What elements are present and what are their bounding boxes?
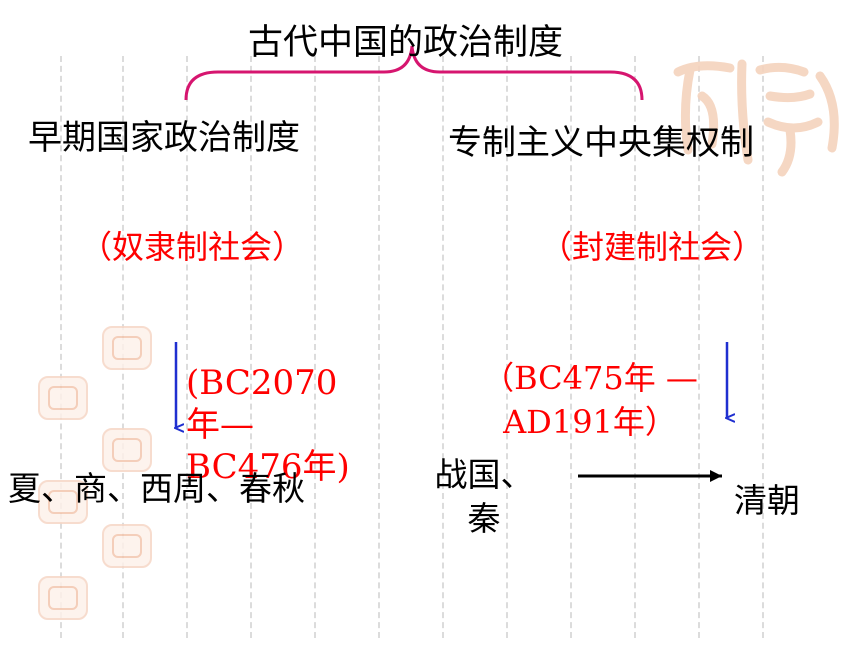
seal-stamp	[38, 480, 88, 524]
guide-line	[378, 56, 380, 638]
guide-line	[60, 56, 62, 638]
seal-stamp	[38, 576, 88, 620]
page-title: 古代中国的政治制度	[248, 23, 564, 63]
seal-stamp	[102, 428, 152, 472]
early-dynasties: 夏、商、西周、春秋	[8, 469, 305, 508]
feudal-period-dates: （BC475年 —AD191年）	[482, 359, 698, 441]
guide-line	[442, 56, 444, 638]
seal-stamp	[38, 376, 88, 420]
early-state-heading: 早期国家政治制度	[28, 118, 300, 158]
guide-line	[698, 56, 700, 638]
feudal-end-dynasty: 清朝	[734, 481, 800, 520]
slave-society-label: （奴隶制社会）	[80, 228, 305, 266]
guide-line	[634, 56, 636, 638]
feudal-society-label: （封建制社会）	[540, 228, 765, 266]
seal-stamp	[102, 326, 152, 370]
brace-connector	[184, 45, 644, 101]
feudal-start-dynasties: 战国、秦	[434, 455, 534, 538]
early-period-dates: (BC2070年—BC476年)	[186, 363, 350, 487]
guide-line	[186, 56, 188, 638]
seal-stamp	[102, 524, 152, 568]
guide-line	[314, 56, 316, 638]
guide-line	[762, 56, 764, 638]
centralized-autocracy-heading: 专制主义中央集权制	[448, 123, 754, 163]
guide-line	[506, 56, 508, 638]
guide-line	[570, 56, 572, 638]
guide-line	[250, 56, 252, 638]
